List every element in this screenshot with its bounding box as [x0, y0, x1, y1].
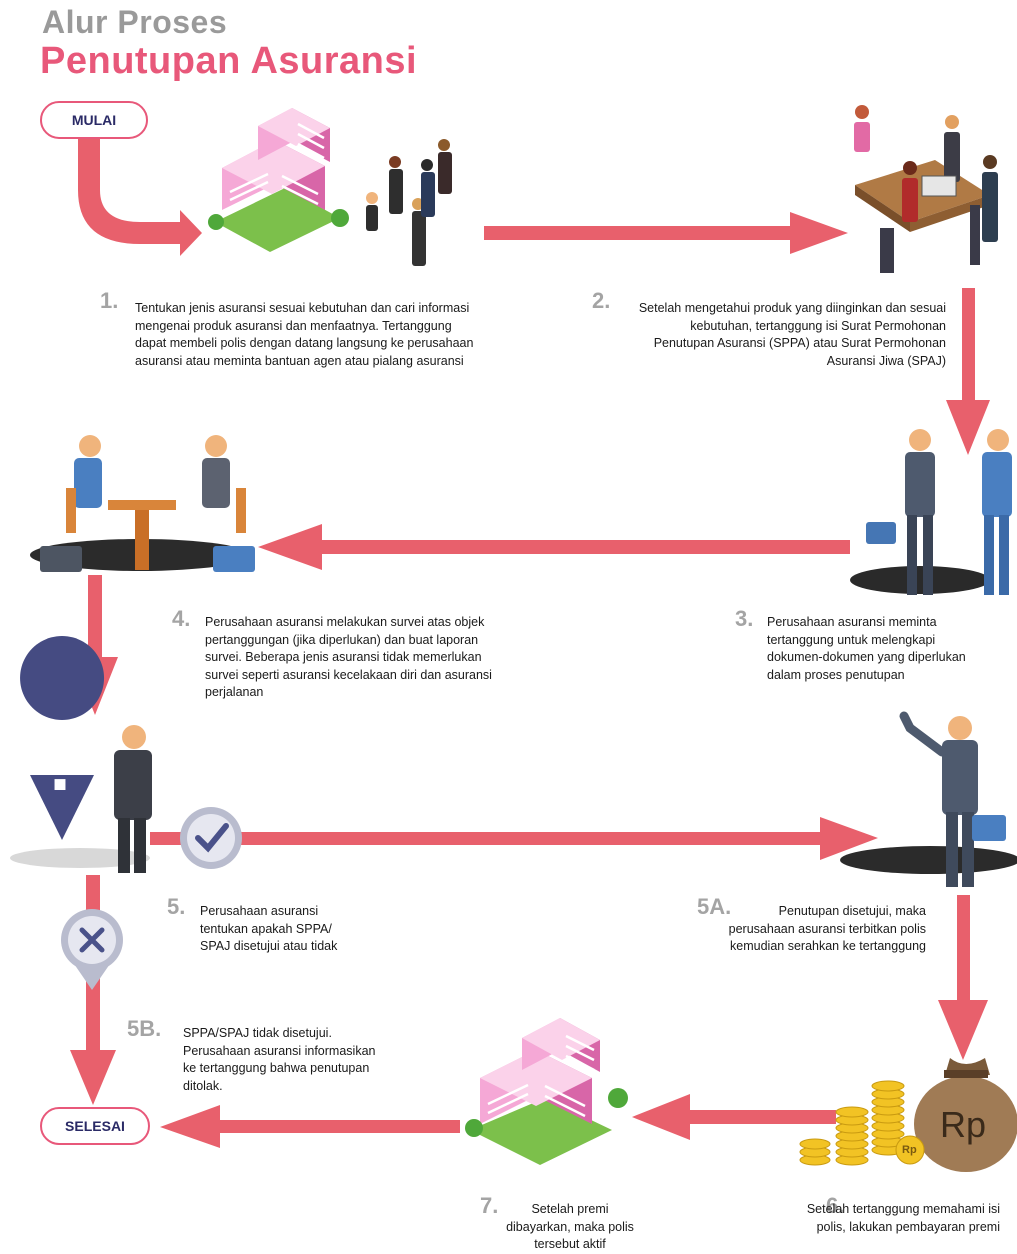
flow-arrows: [70, 137, 990, 1148]
step-4-number: 4.: [172, 606, 191, 631]
step-2-number: 2.: [592, 288, 611, 313]
building-illustration-1: [208, 108, 349, 252]
arrow-step3-to-step4: [258, 524, 850, 570]
step-2-text: Setelah mengetahui produk yang diinginka…: [638, 301, 946, 368]
step-7-number: 7.: [480, 1193, 499, 1218]
coin-label: Rp: [902, 1144, 917, 1156]
check-badge-icon: [180, 807, 242, 869]
arrow-step7-to-end: [160, 1105, 460, 1148]
gold-coins-icon: [799, 1080, 925, 1166]
step-6-text: Setelah tertanggung memahami isi polis, …: [806, 1202, 1000, 1234]
cross-badge-icon: [61, 909, 123, 990]
arrow-step5b-to-end: [70, 875, 116, 1105]
title-line-1: Alur Proses: [42, 4, 228, 40]
money-bag-label: Rp: [940, 1104, 987, 1145]
arrow-step5-to-step5a: [150, 817, 878, 860]
step-3-text: Perusahaan asuransi meminta tertanggung …: [767, 615, 966, 682]
meeting-illustration: [30, 435, 255, 572]
arrow-step1-to-step2: [484, 212, 848, 254]
step-5-number: 5.: [167, 894, 186, 919]
handshake-illustration: [850, 429, 1012, 595]
svg-text:?: ?: [44, 732, 80, 805]
step-1-number: 1.: [100, 288, 119, 313]
step-5a-text: Penutupan disetujui, maka perusahaan asu…: [728, 904, 926, 953]
arrow-step5a-to-step6: [938, 895, 988, 1060]
money-bag-icon: [914, 1058, 1017, 1172]
arrow-step2-to-step3: [946, 288, 990, 455]
title-line-2: Penutupan Asuransi: [40, 40, 418, 82]
end-label: SELESAI: [40, 1107, 150, 1145]
waving-man-illustration: [840, 711, 1017, 887]
arrow-start-to-step1: [78, 137, 202, 256]
step-5b-text: SPPA/SPAJ tidak disetujui. Perusahaan as…: [183, 1026, 376, 1093]
step-5b-number: 5B.: [127, 1016, 162, 1041]
step-5-text: Perusahaan asuransi tentukan apakah SPPA…: [200, 904, 338, 953]
step-5a-number: 5A.: [697, 894, 732, 919]
man-standing-icon: [114, 725, 152, 873]
question-mark-pin-icon: ?: [10, 636, 150, 868]
arrow-step6-to-step7: [632, 1094, 836, 1140]
step-4-text: Perusahaan asuransi melakukan survei ata…: [205, 615, 492, 699]
office-desk-illustration: [854, 105, 998, 273]
people-group-icon: [366, 139, 452, 266]
start-label: MULAI: [40, 101, 148, 139]
step-1-text: Tentukan jenis asuransi sesuai kebutuhan…: [135, 301, 474, 368]
step-6-number: 6.: [826, 1193, 845, 1218]
building-illustration-7: [465, 1018, 628, 1165]
step-7-text: Setelah premi dibayarkan, maka polis ter…: [506, 1202, 634, 1251]
step-3-number: 3.: [735, 606, 754, 631]
